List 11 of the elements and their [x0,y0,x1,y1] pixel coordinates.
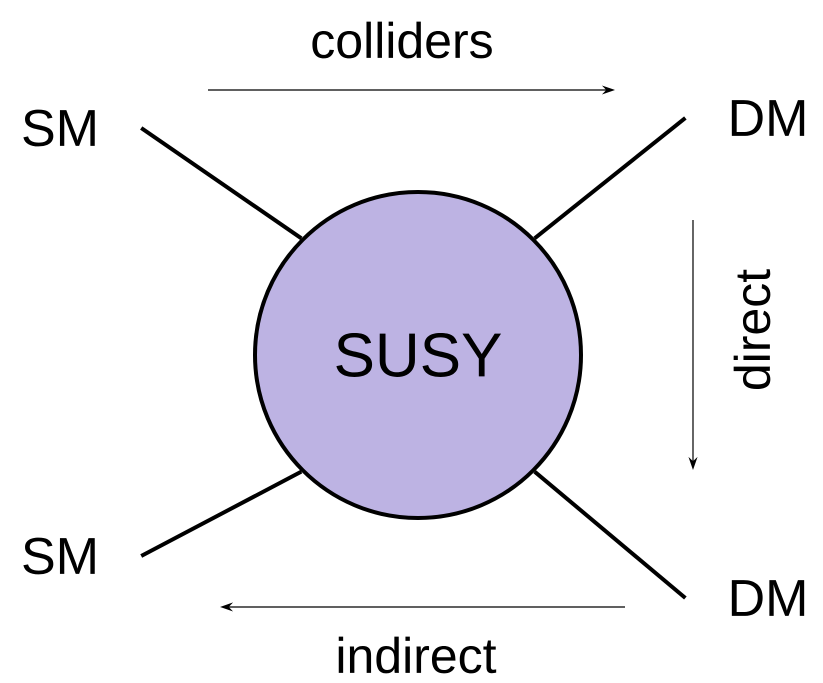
particle-label: DM [732,580,804,616]
arrow-label: indirect [338,636,496,674]
particle-label: SM [23,110,95,146]
connector-line [533,116,687,240]
connector-line [533,470,687,600]
connector-line [140,126,302,240]
particle-label: DM [732,100,804,136]
connector-line [140,470,302,558]
particle-label: SM [23,538,95,574]
arrow-label: direct [734,269,770,390]
arrow-label: colliders [312,22,492,58]
